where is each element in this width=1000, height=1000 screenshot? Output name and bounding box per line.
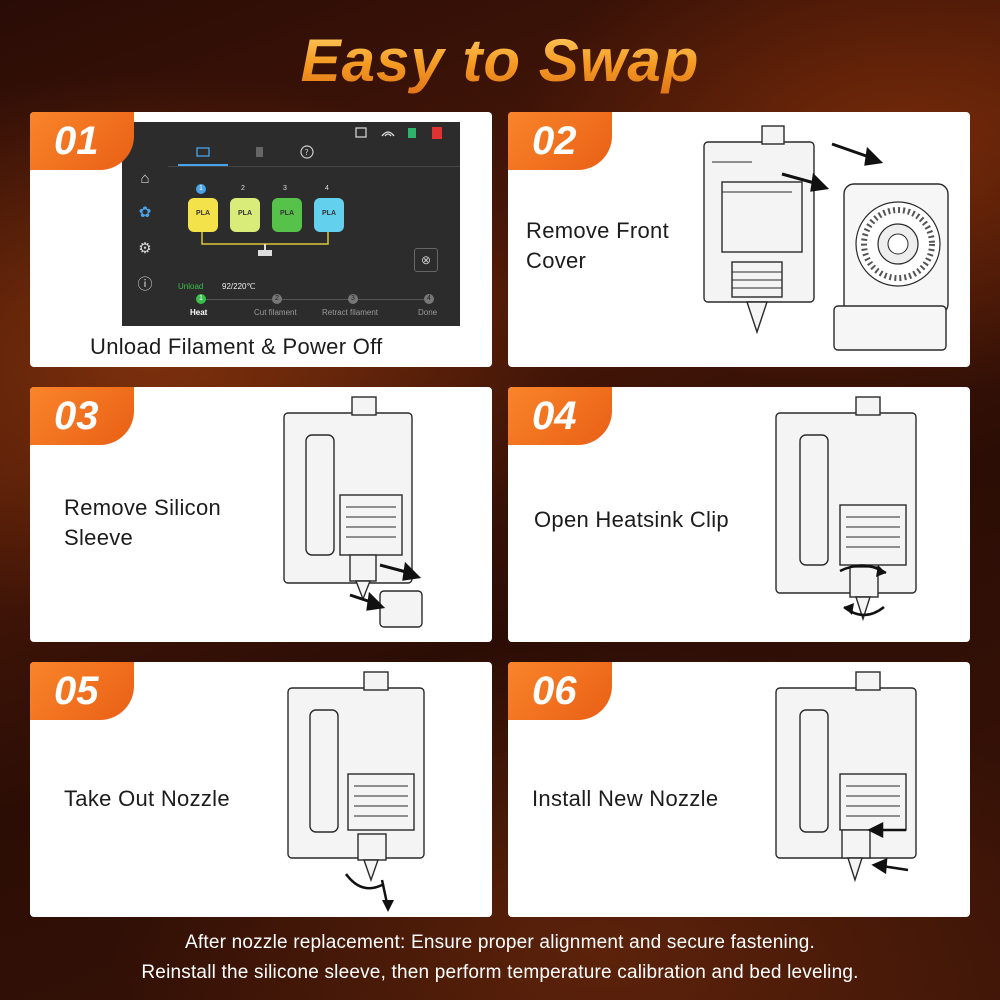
printer-screen-mockup: ? ⌂ ✿ ⚙ ⓘ 1 2 3 4 PLA PLA PLA PLA ⊗ Unlo… (122, 122, 460, 326)
step-number-badge: 01 (30, 112, 134, 170)
tab-filament[interactable] (178, 142, 228, 166)
page-title: Easy to Swap (0, 26, 1000, 95)
progress-step-label: Heat (190, 308, 208, 317)
spool-number: 3 (283, 185, 287, 192)
filament-path (201, 232, 329, 256)
progress-step-label: Done (418, 308, 438, 317)
footer-note-line-2: Reinstall the silicone sleeve, then perf… (141, 962, 859, 983)
spool-number: 4 (325, 185, 329, 192)
step-label: Install New Nozzle (532, 786, 719, 811)
spool-material: PLA (280, 210, 294, 217)
spool-number: 1 (196, 184, 206, 194)
footer-note-line-1: After nozzle replacement: Ensure proper … (185, 932, 815, 953)
progress-dot: 2 (272, 294, 282, 304)
step-number-badge: 02 (508, 112, 612, 170)
step-label-line: Cover (526, 248, 587, 273)
filament-spool-2[interactable]: PLA (230, 198, 260, 232)
step-label: Remove Silicon Sleeve (64, 493, 221, 553)
hotend-nozzle-removal-illustration (287, 671, 425, 912)
step-number-badge: 05 (30, 662, 134, 720)
printer-icon[interactable]: ⌂ (140, 170, 150, 187)
spool-number: 2 (241, 185, 245, 192)
step-label: Remove Front Cover (526, 216, 669, 276)
step-card-01: 01 ? ⌂ ✿ ⚙ ⓘ 1 (30, 112, 492, 367)
tab-help[interactable]: ? (292, 142, 322, 164)
hotend-sleeve-illustration (283, 396, 423, 628)
step-number-badge: 03 (30, 387, 134, 445)
step-label-line: Sleeve (64, 525, 134, 550)
step-card-02: 02 Remove Front Cover (508, 112, 970, 367)
hotend-heatsink-clip-illustration (775, 396, 917, 622)
step-label: Take Out Nozzle (64, 786, 230, 811)
spool-material: PLA (238, 210, 252, 217)
unload-label: Unload (178, 282, 204, 291)
step-label-line: Remove Front (526, 218, 669, 243)
filament-spool-4[interactable]: PLA (314, 198, 344, 232)
hotend-cover-illustration (703, 125, 949, 351)
spool-material: PLA (322, 210, 336, 217)
filament-spool-1[interactable]: PLA (188, 198, 218, 232)
step-label-line: Remove Silicon (64, 495, 222, 520)
progress-step-label: Cut filament (254, 308, 297, 317)
svg-text:?: ? (305, 148, 309, 157)
progress-dot: 1 (196, 294, 206, 304)
step-number-badge: 04 (508, 387, 612, 445)
temperature-readout: 92/220℃ (222, 282, 256, 291)
screen-sidebar: ⌂ ✿ ⚙ ⓘ (122, 162, 168, 326)
filament-spool-3[interactable]: PLA (272, 198, 302, 232)
filament-icon[interactable]: ✿ (138, 204, 152, 221)
close-icon[interactable]: ⊗ (414, 248, 438, 272)
hotend-nozzle-install-illustration (775, 671, 917, 883)
step-card-05: 05 Take Out Nozzle (30, 662, 492, 917)
gear-icon[interactable]: ⚙ (138, 240, 152, 257)
step-card-03: 03 Remove Silicon Sleeve (30, 387, 492, 642)
status-icons (355, 127, 442, 139)
spool-material: PLA (196, 210, 210, 217)
step-label: Unload Filament & Power Off (90, 334, 383, 359)
tab-extruder[interactable] (240, 142, 280, 164)
status-bar (352, 126, 452, 140)
step-card-04: 04 Open Heatsink Clip (508, 387, 970, 642)
info-icon[interactable]: ⓘ (137, 276, 153, 293)
progress-dot: 3 (348, 294, 358, 304)
progress-step-label: Retract filament (322, 308, 379, 317)
progress-dot: 4 (424, 294, 434, 304)
step-label: Open Heatsink Clip (534, 507, 729, 532)
step-card-06: 06 Install New Nozzle (508, 662, 970, 917)
step-number-badge: 06 (508, 662, 612, 720)
